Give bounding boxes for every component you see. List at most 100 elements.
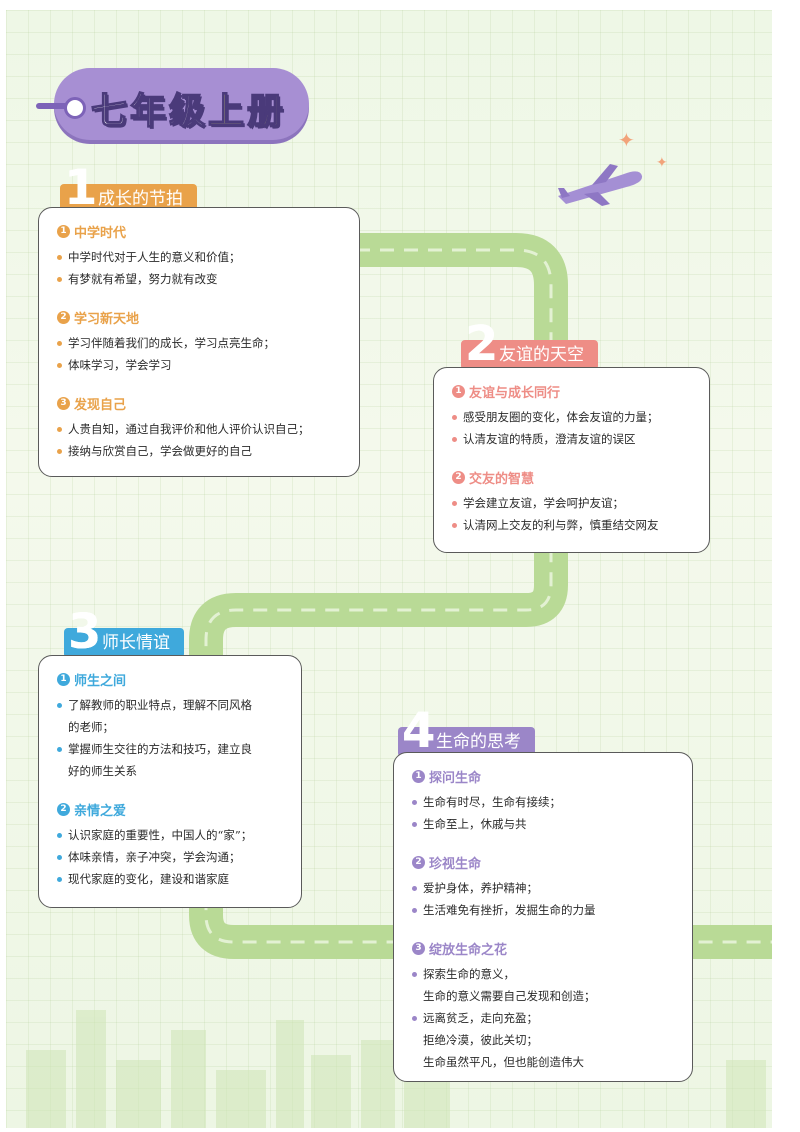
lesson-point-text: 掌握师生交往的方法和技巧，建立良 xyxy=(68,742,252,756)
lesson-title: 2 学习新天地 xyxy=(57,308,343,327)
lesson-section: 2 交友的智慧学会建立友谊，学会呵护友谊； 认清网上交友的利与弊，慎重结交网友 xyxy=(452,468,693,536)
lesson-title-text: 珍视生命 xyxy=(429,857,482,872)
lesson-point: 生命至上，休戚与共 xyxy=(412,813,676,835)
lesson-point-text: 认清友谊的特质，澄清友谊的误区 xyxy=(463,432,636,446)
grade-title-volume: 上册 xyxy=(207,90,287,133)
lesson-section: 1 中学时代中学时代对于人生的意义和价值； 有梦就有希望，努力就有改变 xyxy=(57,222,343,290)
unit-name: 友谊的天空 xyxy=(499,345,584,365)
lesson-point-text: 生命虽然平凡，但也能创造伟大 xyxy=(423,1055,584,1069)
lesson-title-text: 友谊与成长同行 xyxy=(469,386,561,401)
lesson-section: 2 学习新天地学习伴随着我们的成长，学习点亮生命； 体味学习，学会学习 xyxy=(57,308,343,376)
lesson-point: 爱护身体，养护精神； xyxy=(412,877,676,899)
lesson-title: 1 师生之间 xyxy=(57,670,285,689)
lesson-point: 学习伴随着我们的成长，学习点亮生命； xyxy=(57,332,343,354)
unit-number: 4 xyxy=(402,703,436,759)
lesson-number-badge: 2 xyxy=(57,311,70,324)
lesson-number-badge: 3 xyxy=(57,397,70,410)
lesson-title-text: 发现自己 xyxy=(74,398,127,413)
lesson-point: 探索生命的意义，生命的意义需要自己发现和创造； xyxy=(412,963,676,1007)
lesson-point-text: 现代家庭的变化，建设和谐家庭 xyxy=(68,872,229,886)
lesson-title: 2 交友的智慧 xyxy=(452,468,693,487)
lesson-point: 中学时代对于人生的意义和价值； xyxy=(57,246,343,268)
lesson-point-text: 接纳与欣赏自己，学会做更好的自己 xyxy=(68,444,252,458)
lesson-point-text: 的老师； xyxy=(68,720,114,734)
unit-card: 1 友谊与成长同行感受朋友圈的变化，体会友谊的力量； 认清友谊的特质，澄清友谊的误区… xyxy=(433,367,710,553)
lesson-point: 生命有时尽，生命有接续； xyxy=(412,791,676,813)
lesson-point-text: 感受朋友圈的变化，体会友谊的力量； xyxy=(463,410,659,424)
lesson-number-badge: 3 xyxy=(412,942,425,955)
lesson-point-text: 生命有时尽，生命有接续； xyxy=(423,795,561,809)
lesson-point: 学会建立友谊，学会呵护友谊； xyxy=(452,492,693,514)
lesson-title-text: 探问生命 xyxy=(429,771,482,786)
lesson-point-text: 生活难免有挫折，发掘生命的力量 xyxy=(423,903,596,917)
unit-number: 2 xyxy=(465,316,499,372)
lesson-point: 体味亲情，亲子冲突，学会沟通； xyxy=(57,846,285,868)
lesson-point: 人贵自知，通过自我评价和他人评价认识自己； xyxy=(57,418,343,440)
lesson-point: 生活难免有挫折，发掘生命的力量 xyxy=(412,899,676,921)
lesson-title: 3 发现自己 xyxy=(57,394,343,413)
lesson-section: 3 发现自己人贵自知，通过自我评价和他人评价认识自己； 接纳与欣赏自己，学会做更好的… xyxy=(57,394,343,462)
lesson-point-text: 爱护身体，养护精神； xyxy=(423,881,538,895)
lesson-title-text: 交友的智慧 xyxy=(469,472,535,487)
lesson-point: 体味学习，学会学习 xyxy=(57,354,343,376)
lesson-title-text: 中学时代 xyxy=(74,226,127,241)
lesson-title-text: 绽放生命之花 xyxy=(429,943,508,958)
lesson-point-text: 生命至上，休戚与共 xyxy=(423,817,527,831)
lesson-number-badge: 2 xyxy=(57,803,70,816)
sparkle-icon: ✦ xyxy=(618,128,635,152)
lesson-point: 认清网上交友的利与弊，慎重结交网友 xyxy=(452,514,693,536)
grade-title: 七年级上册 xyxy=(90,82,287,134)
unit-number: 3 xyxy=(68,604,102,660)
lesson-point-text: 体味学习，学会学习 xyxy=(68,358,172,372)
unit-name: 生命的思考 xyxy=(436,732,521,752)
lesson-number-badge: 1 xyxy=(57,673,70,686)
lesson-point-text: 认清网上交友的利与弊，慎重结交网友 xyxy=(463,518,659,532)
lesson-number-badge: 1 xyxy=(57,225,70,238)
unit-number: 1 xyxy=(64,160,98,216)
lesson-section: 1 探问生命生命有时尽，生命有接续； 生命至上，休戚与共 xyxy=(412,767,676,835)
lesson-point: 认清友谊的特质，澄清友谊的误区 xyxy=(452,428,693,450)
lesson-point-text: 体味亲情，亲子冲突，学会沟通； xyxy=(68,850,241,864)
lesson-title: 1 友谊与成长同行 xyxy=(452,382,693,401)
lesson-point: 了解教师的职业特点，理解不同风格的老师； xyxy=(57,694,285,738)
unit-card: 1 中学时代中学时代对于人生的意义和价值； 有梦就有希望，努力就有改变 2 学习新天地学… xyxy=(38,207,360,477)
grade-title-banner xyxy=(54,68,309,140)
lesson-number-badge: 1 xyxy=(412,770,425,783)
lesson-point-text: 学会建立友谊，学会呵护友谊； xyxy=(463,496,624,510)
lesson-point-text: 学习伴随着我们的成长，学习点亮生命； xyxy=(68,336,275,350)
lesson-number-badge: 2 xyxy=(412,856,425,869)
unit-name: 成长的节拍 xyxy=(98,189,183,209)
lesson-section: 2 珍视生命爱护身体，养护精神； 生活难免有挫折，发掘生命的力量 xyxy=(412,853,676,921)
lesson-point: 远离贫乏，走向充盈；拒绝冷漠，彼此关切；生命虽然平凡，但也能创造伟大 xyxy=(412,1007,676,1073)
airplane-icon xyxy=(558,164,643,206)
lesson-number-badge: 1 xyxy=(452,385,465,398)
title-marker xyxy=(36,97,86,119)
lesson-point-text: 有梦就有希望，努力就有改变 xyxy=(68,272,218,286)
lesson-point: 接纳与欣赏自己，学会做更好的自己 xyxy=(57,440,343,462)
lesson-point-text: 认识家庭的重要性，中国人的“家”； xyxy=(68,828,253,842)
lesson-title: 1 探问生命 xyxy=(412,767,676,786)
lesson-number-badge: 2 xyxy=(452,471,465,484)
lesson-point-text: 生命的意义需要自己发现和创造； xyxy=(423,989,596,1003)
road-path xyxy=(26,233,772,1128)
lesson-point-text: 好的师生关系 xyxy=(68,764,137,778)
lesson-title-text: 学习新天地 xyxy=(74,312,140,327)
sparkle-icon: ✦ xyxy=(656,155,668,171)
unit-name: 师长情谊 xyxy=(102,633,170,653)
lesson-title-text: 师生之间 xyxy=(74,674,127,689)
lesson-point: 认识家庭的重要性，中国人的“家”； xyxy=(57,824,285,846)
lesson-point: 掌握师生交往的方法和技巧，建立良好的师生关系 xyxy=(57,738,285,782)
lesson-point: 有梦就有希望，努力就有改变 xyxy=(57,268,343,290)
lesson-point-text: 拒绝冷漠，彼此关切； xyxy=(423,1033,538,1047)
lesson-point: 感受朋友圈的变化，体会友谊的力量； xyxy=(452,406,693,428)
lesson-title: 3 绽放生命之花 xyxy=(412,939,676,958)
lesson-point-text: 中学时代对于人生的意义和价值； xyxy=(68,250,241,264)
lesson-point-text: 了解教师的职业特点，理解不同风格 xyxy=(68,698,252,712)
